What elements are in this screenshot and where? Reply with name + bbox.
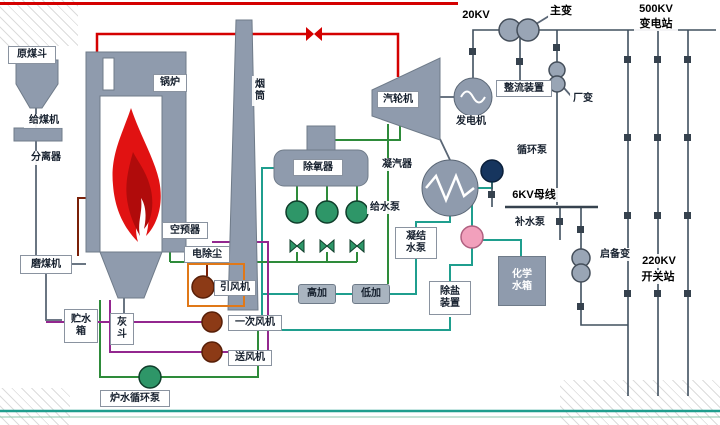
label-chemical-water-tank: 化学水箱 (498, 256, 546, 306)
condenser-coil-icon (425, 172, 475, 204)
raw-coal-hopper-shape (15, 59, 59, 109)
label-circulation-pump: 循环泵 (514, 144, 550, 157)
label-substation: 变电站 (634, 17, 678, 31)
label-condenser: 凝汽器 (379, 158, 415, 171)
label-desalt-device: 除盐装置 (429, 281, 471, 315)
startup-transformer-icon (571, 263, 591, 283)
feedwater-pump-2-icon (315, 200, 339, 224)
label-chimney: 烟筒 (252, 76, 268, 106)
main-steam-valve-icon (306, 27, 322, 41)
primary-air-fan-icon (201, 311, 223, 333)
main-transformer-icon (516, 18, 540, 42)
coal-feeder-shape (13, 127, 63, 142)
label-rectifier: 整流装置 (496, 80, 552, 97)
label-coal-mill: 磨煤机 (20, 255, 72, 274)
id-fan-icon (191, 275, 215, 299)
hatch-bottom-left (0, 388, 70, 425)
feedwater-pump-1-icon (285, 200, 309, 224)
boiler-ash-funnel (99, 251, 163, 299)
label-6kv-bus: 6KV母线 (506, 188, 562, 202)
generator-wave-icon (460, 90, 486, 104)
label-plant-transformer: 厂变 (570, 92, 596, 105)
breaker-icons (469, 44, 691, 310)
feedwater-pump-3-icon (345, 200, 369, 224)
feedwater-valve-icons (289, 238, 365, 254)
label-feedwater-pump: 给水泵 (367, 201, 403, 214)
boiler-drum-slot (102, 57, 115, 91)
label-boiler-circ-pump: 炉水循环泵 (100, 390, 170, 407)
label-20kv: 20KV (458, 8, 494, 22)
label-500kv: 500KV (634, 2, 678, 16)
label-separator: 分离器 (26, 151, 66, 165)
label-main-transformer: 主变 (548, 4, 574, 18)
circulation-pump-icon (480, 159, 504, 183)
label-esp: 电除尘 (184, 246, 230, 263)
label-raw-coal-hopper: 原煤斗 (8, 46, 56, 64)
top-border-line (0, 2, 458, 5)
label-condensate-pump: 凝结水泵 (395, 227, 437, 259)
label-boiler: 锅炉 (153, 74, 187, 92)
label-turbine: 汽轮机 (377, 91, 419, 108)
hatch-top-left (0, 0, 78, 46)
label-id-fan: 引风机 (214, 280, 256, 296)
furnace-flame-icon (112, 108, 161, 242)
label-hp-heater: 高加 (298, 284, 336, 304)
label-generator: 发电机 (451, 115, 491, 128)
label-lp-heater: 低加 (352, 284, 390, 304)
label-220kv: 220KV (636, 254, 682, 268)
label-fd-fan: 送风机 (228, 350, 272, 366)
label-switch-station: 开关站 (636, 270, 680, 284)
label-makeup-pump: 补水泵 (512, 216, 548, 229)
fd-fan-icon (201, 341, 223, 363)
deaerator-top-tank (306, 125, 336, 153)
label-primary-air-fan: 一次风机 (228, 315, 282, 331)
label-water-storage-tank: 贮水箱 (64, 309, 98, 343)
makeup-pump-icon (460, 225, 484, 249)
label-air-preheater: 空预器 (162, 222, 208, 239)
label-deaerator: 除氧器 (293, 159, 343, 176)
label-coal-feeder: 给煤机 (24, 114, 64, 128)
boiler-circ-pump-icon (138, 365, 162, 389)
chimney-shape (227, 19, 259, 311)
label-ash-hopper: 灰斗 (110, 313, 134, 345)
label-startup-transformer: 启备变 (597, 248, 633, 261)
